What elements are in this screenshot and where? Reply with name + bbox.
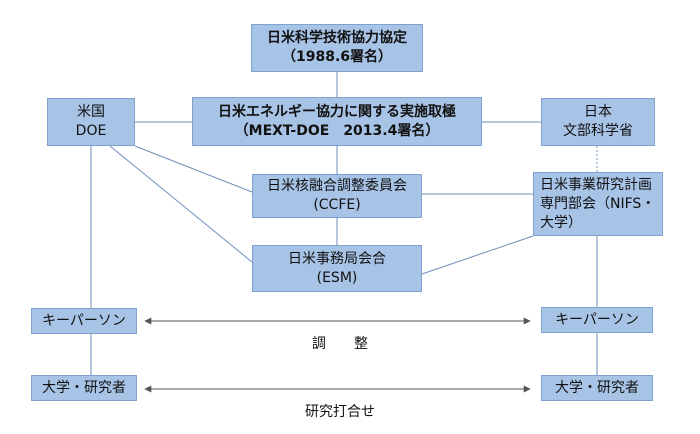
univ-left-box: 大学・研究者 — [31, 375, 137, 401]
univ-right-label: 大学・研究者 — [555, 379, 639, 396]
nifs-box: 日米事業研究計画 専門部会（NIFS・ 大学） — [533, 172, 663, 236]
ccfe-line1: 日米核融合調整委員会 — [267, 178, 407, 194]
mext-doe-date: （MEXT-DOE 2013.4署名） — [234, 122, 440, 139]
joint-research-label: 研究打合せ — [305, 404, 375, 420]
mext-line2: 文部科学省 — [563, 123, 633, 139]
mext-line1: 日本 — [584, 104, 612, 120]
mext-doe-title: 日米エネルギー協力に関する実施取極 — [218, 103, 456, 120]
esm-box: 日米事務局会合 (ESM) — [252, 245, 422, 292]
keyperson-left-box: キーパーソン — [31, 308, 137, 334]
nifs-line2: 専門部会（NIFS・ — [540, 195, 656, 212]
science-tech-agreement-box: 日米科学技術協力協定 （1988.6署名） — [251, 24, 423, 72]
line-doe-to-esm — [109, 145, 253, 263]
ccfe-line2: (CCFE) — [313, 197, 361, 213]
agreement-title: 日米科学技術協力協定 — [267, 30, 407, 46]
keyperson-left-label: キーパーソン — [42, 312, 126, 329]
esm-line1: 日米事務局会合 — [288, 250, 386, 267]
adjustment-label: 調 整 — [312, 336, 368, 352]
us-doe-line2: DOE — [75, 123, 107, 139]
mext-box: 日本 文部科学省 — [541, 98, 655, 146]
nifs-line3: 大学） — [540, 214, 582, 231]
agreement-date: （1988.6署名） — [281, 49, 393, 65]
univ-right-box: 大学・研究者 — [541, 375, 653, 401]
keyperson-right-box: キーパーソン — [541, 307, 653, 333]
ccfe-box: 日米核融合調整委員会 (CCFE) — [252, 174, 422, 218]
keyperson-right-label: キーパーソン — [555, 311, 639, 328]
line-esm-to-nifs — [421, 235, 534, 275]
esm-line2: (ESM) — [316, 269, 358, 286]
line-doe-to-ccfe — [134, 145, 253, 193]
univ-left-label: 大学・研究者 — [42, 379, 126, 396]
us-doe-line1: 米国 — [77, 104, 105, 120]
nifs-line1: 日米事業研究計画 — [540, 176, 652, 193]
mext-doe-arrangement-box: 日米エネルギー協力に関する実施取極 （MEXT-DOE 2013.4署名） — [192, 97, 482, 146]
us-doe-box: 米国 DOE — [47, 98, 135, 146]
